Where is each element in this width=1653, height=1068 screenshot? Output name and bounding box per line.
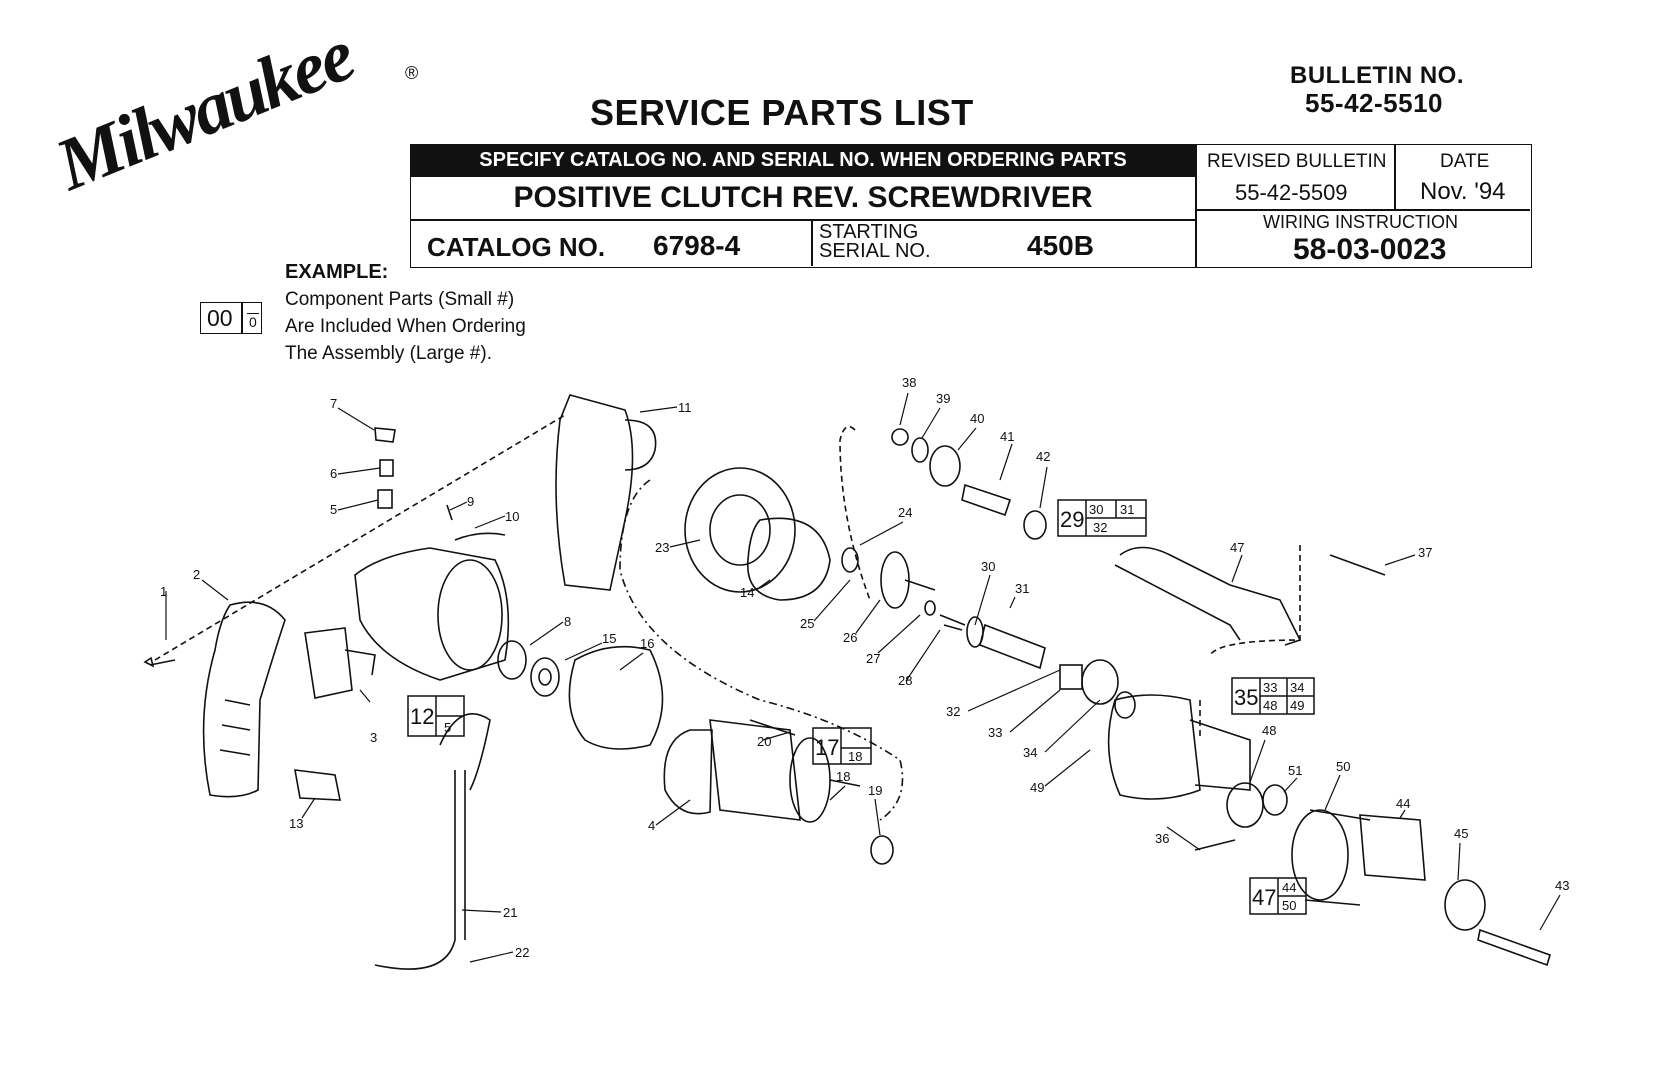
assembly-29-part-30: 30 [1089, 502, 1103, 517]
callout-51: 51 [1288, 763, 1302, 778]
catalog-label: CATALOG NO. [427, 232, 606, 262]
callout-45: 45 [1454, 826, 1468, 841]
assembly-29-part-31: 31 [1120, 502, 1134, 517]
callout-6: 6 [330, 466, 337, 481]
callout-1: 1 [160, 584, 167, 599]
callout-43: 43 [1555, 878, 1569, 893]
revision-box: REVISED BULLETIN 55-42-5509 DATE Nov. '9… [1196, 144, 1532, 268]
callout-32: 32 [946, 704, 960, 719]
callout-25: 25 [800, 616, 814, 631]
example-divider [241, 303, 243, 333]
assembly-35-part-34: 34 [1290, 680, 1304, 695]
callout-3: 3 [370, 730, 377, 745]
callout-48: 48 [1262, 723, 1276, 738]
callout-4: 4 [648, 818, 655, 833]
callout-8: 8 [564, 614, 571, 629]
callout-47: 47 [1230, 540, 1244, 555]
callout-41: 41 [1000, 429, 1014, 444]
wiring-instruction-label: WIRING INSTRUCTION [1263, 212, 1458, 232]
assembly-35-part-48: 48 [1263, 698, 1277, 713]
starting-label-line-2: SERIAL NO. [819, 240, 931, 262]
callout-11: 11 [678, 400, 692, 415]
catalog-divider [811, 221, 813, 266]
callout-39: 39 [936, 391, 950, 406]
starting-serial-label: STARTING SERIAL NO. [819, 221, 931, 262]
example-line-2: Are Included When Ordering [285, 316, 526, 337]
callout-5: 5 [330, 502, 337, 517]
callout-15: 15 [602, 631, 616, 646]
example-small-number: 0 [247, 313, 259, 330]
assembly-29-part-32: 32 [1093, 520, 1107, 535]
callout-42: 42 [1036, 449, 1050, 464]
callout-20: 20 [757, 734, 771, 749]
catalog-number: 6798-4 [653, 230, 741, 261]
assembly-29-number: 29 [1060, 507, 1084, 532]
callout-50: 50 [1336, 759, 1350, 774]
revision-horizontal-divider [1197, 209, 1530, 211]
assembly-47-number: 47 [1252, 885, 1276, 910]
starting-label-line-1: STARTING [819, 221, 919, 243]
callout-19: 19 [868, 783, 882, 798]
registered-mark: ® [405, 63, 419, 83]
wiring-instruction-number: 58-03-0023 [1293, 233, 1447, 266]
assembly-35-part-49: 49 [1290, 698, 1304, 713]
callout-7: 7 [330, 396, 337, 411]
assembly-35-number: 35 [1234, 685, 1258, 710]
assembly-35-part-33: 33 [1263, 680, 1277, 695]
callout-14: 14 [740, 585, 754, 600]
date-value: Nov. '94 [1420, 178, 1506, 205]
callout-27: 27 [866, 651, 880, 666]
callout-21: 21 [503, 905, 517, 920]
callout-18: 18 [836, 769, 850, 784]
page-title: SERVICE PARTS LIST [590, 92, 974, 133]
serial-number: 450B [1027, 230, 1094, 261]
assembly-17-part-18: 18 [848, 749, 862, 764]
callout-31: 31 [1015, 581, 1029, 596]
assembly-17-number: 17 [815, 735, 839, 760]
callout-13: 13 [289, 816, 303, 831]
example-label: EXAMPLE: [285, 261, 389, 283]
catalog-row: CATALOG NO. 6798-4 STARTING SERIAL NO. 4… [410, 220, 1196, 268]
assembly-47-part-44: 44 [1282, 880, 1296, 895]
revision-vertical-divider [1394, 145, 1396, 209]
callout-37: 37 [1418, 545, 1432, 560]
callout-2: 2 [193, 567, 200, 582]
example-big-number: 00 [207, 305, 233, 331]
bulletin-label: BULLETIN NO. [1290, 62, 1464, 89]
callout-36: 36 [1155, 831, 1169, 846]
assembly-12-number: 12 [410, 704, 434, 729]
callout-44: 44 [1396, 796, 1410, 811]
callout-33: 33 [988, 725, 1002, 740]
callout-16: 16 [640, 636, 654, 651]
callout-23: 23 [655, 540, 669, 555]
example-line-3: The Assembly (Large #). [285, 343, 492, 364]
bulletin-number: 55-42-5510 [1305, 88, 1443, 118]
revised-bulletin-number: 55-42-5509 [1235, 180, 1348, 205]
assembly-47-part-50: 50 [1282, 898, 1296, 913]
example-description: Component Parts (Small #) Are Included W… [285, 286, 605, 367]
callout-34: 34 [1023, 745, 1037, 760]
example-assembly-box: 00 0 [200, 302, 262, 334]
callout-9: 9 [467, 494, 474, 509]
date-label: DATE [1440, 151, 1490, 172]
product-name: POSITIVE CLUTCH REV. SCREWDRIVER [410, 176, 1196, 220]
callout-40: 40 [970, 411, 984, 426]
callout-28: 28 [898, 673, 912, 688]
callout-49: 49 [1030, 780, 1044, 795]
ordering-banner: SPECIFY CATALOG NO. AND SERIAL NO. WHEN … [410, 144, 1196, 176]
callout-30: 30 [981, 559, 995, 574]
callout-38: 38 [902, 375, 916, 390]
example-line-1: Component Parts (Small #) [285, 289, 515, 310]
callout-22: 22 [515, 945, 529, 960]
callout-24: 24 [898, 505, 912, 520]
assembly-12-part-5: 5 [444, 720, 451, 735]
callout-10: 10 [505, 509, 519, 524]
revised-bulletin-label: REVISED BULLETIN [1207, 151, 1387, 172]
callout-26: 26 [843, 630, 857, 645]
